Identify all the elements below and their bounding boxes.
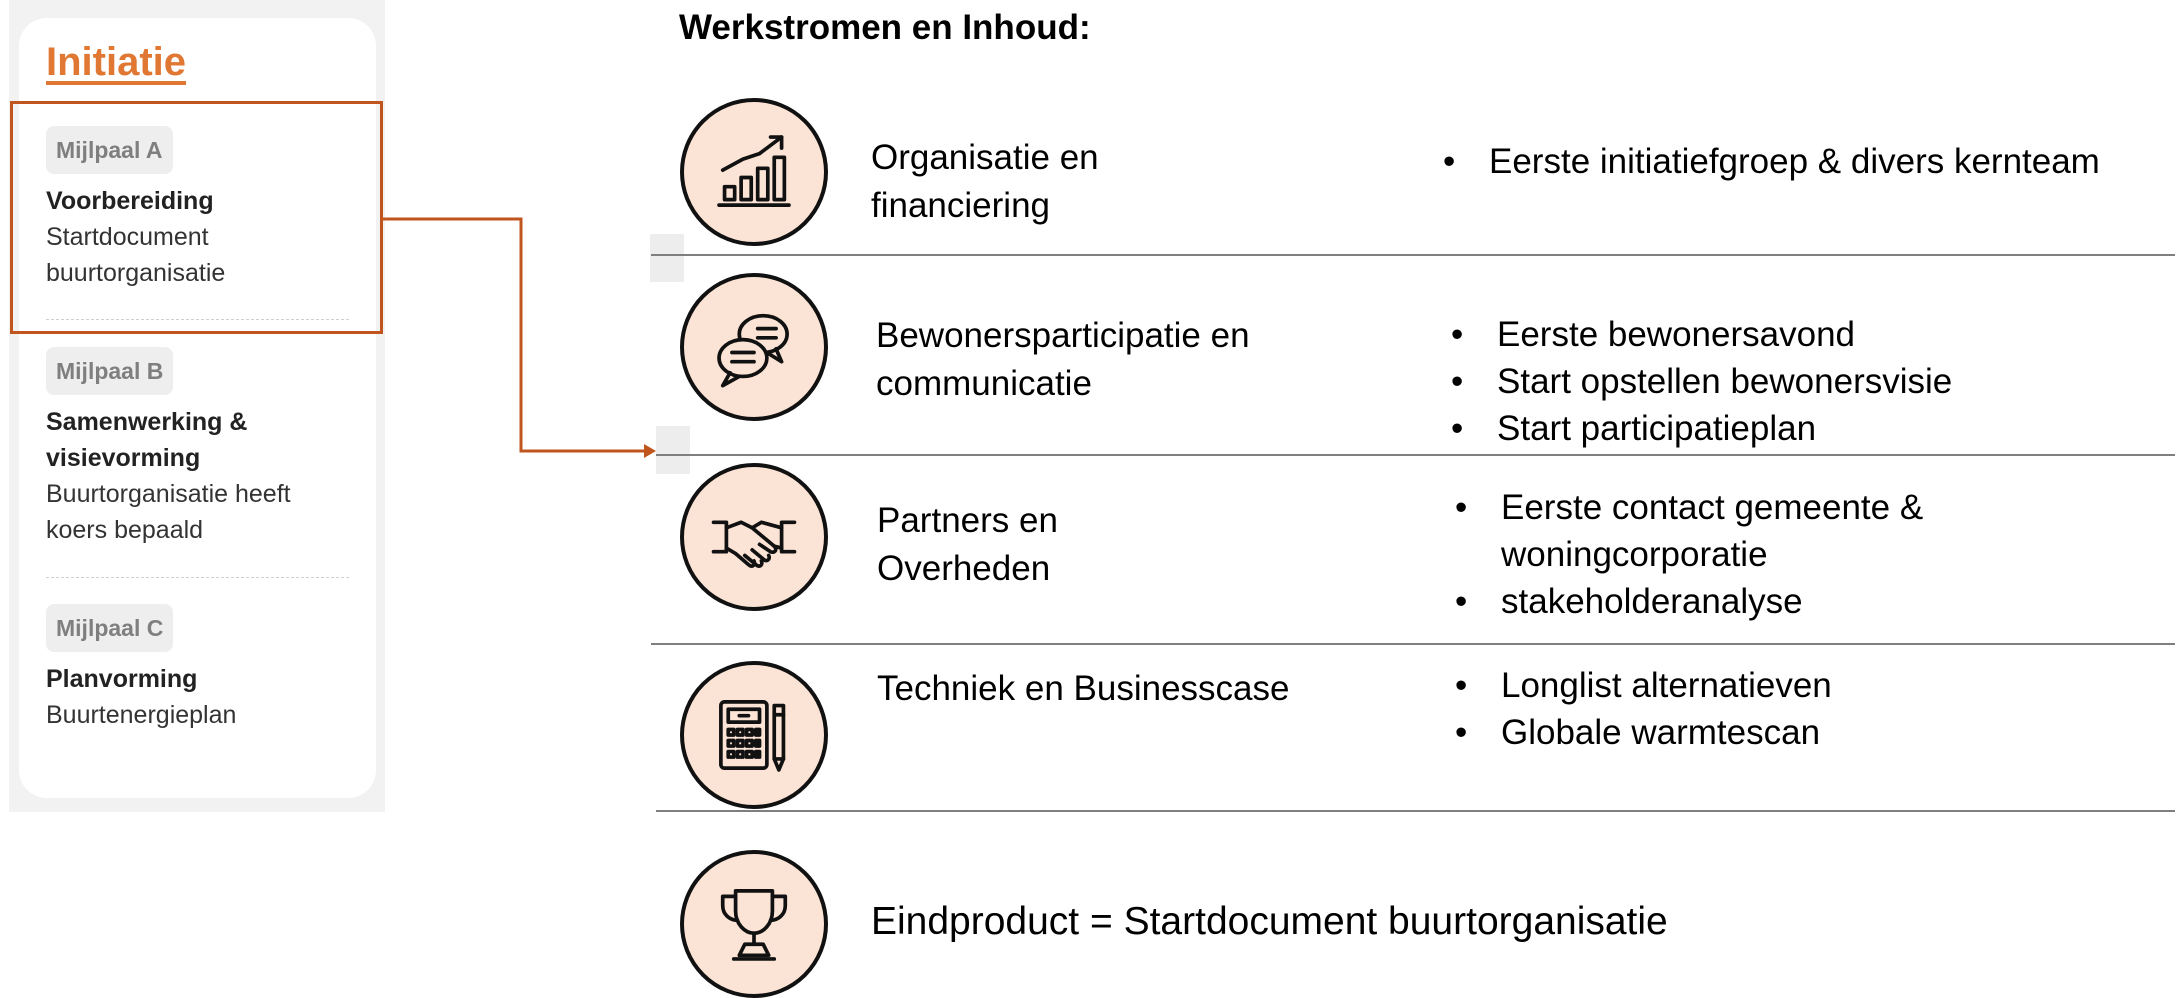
bullet-item: Start opstellen bewonersvisie	[1445, 358, 1952, 405]
milestone-b-heading: Samenwerking & visievorming	[46, 408, 248, 472]
milestone-a-highlight	[10, 101, 383, 334]
milestone-c-badge: Mijlpaal C	[46, 604, 174, 652]
milestone-separator	[46, 319, 349, 320]
milestone-c-heading: Planvorming	[46, 665, 198, 693]
row-divider	[651, 254, 2175, 256]
milestone-a-badge: Mijlpaal A	[46, 126, 173, 174]
row-tab-marker	[656, 426, 690, 474]
workstream-label: Bewonersparticipatie en communicatie	[876, 316, 1250, 403]
bullet-item: Eerste initiatiefgroep & divers kernteam	[1437, 138, 2100, 185]
milestone-a-heading: Voorbereiding	[46, 187, 214, 215]
workstream-bullets: Eerste bewonersavond Start opstellen bew…	[1445, 311, 1952, 452]
milestone-c-description: Buurtenergieplan	[46, 701, 237, 729]
workstream-label: Techniek en Businesscase	[877, 669, 1290, 708]
bullet-item: Eerste bewonersavond	[1445, 311, 1952, 358]
workstream-bullets: Eerste initiatiefgroep & divers kernteam	[1437, 138, 2100, 185]
row-divider	[656, 810, 2175, 812]
row-divider	[656, 454, 2175, 456]
bullet-item: Eerste contact gemeente & woningcorporat…	[1449, 484, 1969, 578]
bullet-item: Longlist alternatieven	[1449, 662, 1832, 709]
end-product-label: Eindproduct = Startdocument buurtorganis…	[871, 900, 1668, 943]
workstream-bullets: Eerste contact gemeente & woningcorporat…	[1449, 484, 1969, 625]
bullet-item: Globale warmtescan	[1449, 709, 1832, 756]
workstream-bullets: Longlist alternatieven Globale warmtesca…	[1449, 662, 1832, 756]
growth-chart-icon	[680, 98, 828, 246]
row-tab-marker	[650, 234, 684, 282]
workstream-label: Organisatie en financiering	[871, 138, 1099, 225]
phase-title-link[interactable]: Initiatie	[46, 40, 187, 84]
milestone-b-badge: Mijlpaal B	[46, 347, 174, 395]
chat-bubbles-icon	[680, 273, 828, 421]
milestone-b-description: Buurtorganisatie heeft koers bepaald	[46, 480, 291, 544]
milestone-a-description: Startdocument buurtorganisatie	[46, 223, 226, 287]
calculator-icon	[680, 661, 828, 809]
trophy-icon	[680, 850, 828, 998]
milestone-separator	[46, 577, 349, 578]
workstream-label: Partners en Overheden	[877, 501, 1058, 588]
handshake-icon	[680, 463, 828, 611]
bullet-item: Start participatieplan	[1445, 405, 1952, 452]
workstreams-title: Werkstromen en Inhoud:	[679, 8, 1091, 47]
bullet-item: stakeholderanalyse	[1449, 578, 1969, 625]
row-divider	[651, 643, 2175, 645]
